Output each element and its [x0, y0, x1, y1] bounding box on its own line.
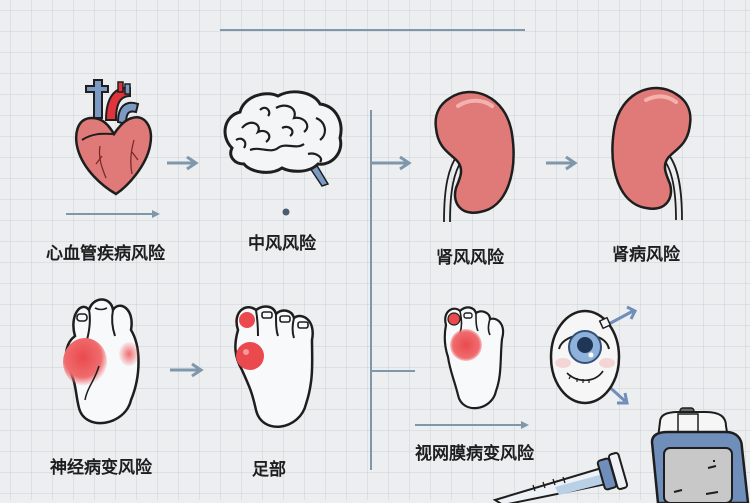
top-connector-line: [220, 29, 525, 31]
label-kidney-disease-risk: 肾病风险: [612, 245, 680, 265]
arrow-under-foot-eye-icon: [415, 421, 529, 429]
branch-line-row2: [370, 370, 415, 372]
kidney-icon: [611, 86, 692, 221]
arrow-kidney-kidney-icon: [546, 155, 578, 171]
eye-icon: [549, 305, 638, 405]
trunk-connector-line: [370, 110, 372, 470]
heart-icon: [75, 79, 153, 196]
arrow-under-heart-icon: [66, 210, 160, 218]
dot-marker-icon: [282, 208, 290, 216]
arrow-foot-foot-icon: [170, 362, 204, 378]
syringe-icon: [492, 452, 629, 503]
foot-icon: [443, 306, 505, 410]
label-retinopathy-risk: 视网膜病变风险: [415, 444, 534, 464]
foot-icon: [63, 298, 140, 425]
brain-icon: [223, 90, 343, 187]
kidney-icon: [434, 90, 515, 223]
label-kidney-wind-risk: 肾风风险: [436, 248, 504, 268]
foot-icon: [234, 305, 314, 428]
label-foot: 足部: [252, 460, 286, 480]
label-cardiovascular-risk: 心血管疾病风险: [46, 244, 165, 264]
label-stroke-risk: 中风风险: [248, 234, 316, 254]
label-neuropathy-risk: 神经病变风险: [50, 458, 152, 478]
glucometer-icon: [650, 407, 750, 503]
arrow-trunk-kidney-icon: [372, 155, 412, 171]
arrow-heart-brain-icon: [167, 155, 199, 171]
